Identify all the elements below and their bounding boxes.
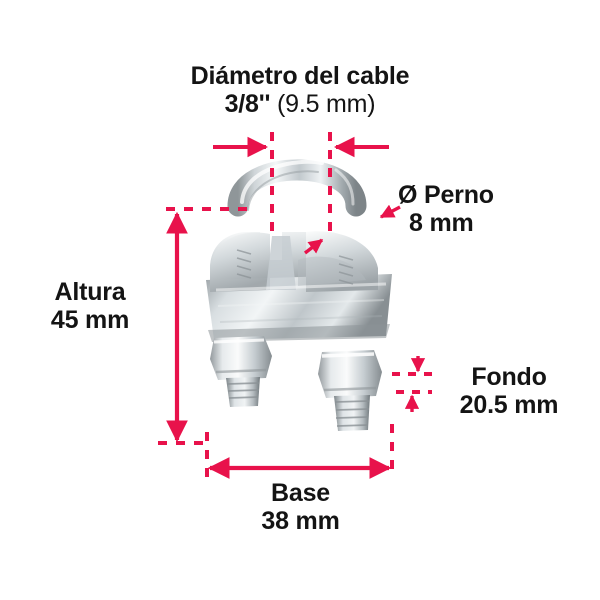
height-label-line1: Altura bbox=[54, 278, 126, 306]
height-label: Altura 45 mm bbox=[14, 278, 166, 334]
bolt-diameter-label: Ø Perno 8 mm bbox=[398, 181, 494, 237]
base-label: Base 38 mm bbox=[208, 479, 393, 535]
bolt-diameter-label-line1: Ø Perno bbox=[398, 181, 494, 209]
cable-diameter-value-metric: (9.5 mm) bbox=[277, 90, 376, 118]
height-value: 45 mm bbox=[50, 306, 130, 334]
clip-saddle-body bbox=[206, 231, 392, 342]
bolt-threads-upper bbox=[236, 240, 354, 290]
bolt-end-right bbox=[334, 395, 370, 431]
cable-diameter-label-line1: Diámetro del cable bbox=[190, 62, 410, 90]
bolt-diameter-value: 8 mm bbox=[409, 209, 474, 237]
base-label-line1: Base bbox=[271, 479, 330, 507]
bolt-end-left bbox=[226, 377, 260, 407]
hex-nut-right bbox=[318, 350, 382, 398]
cable-diameter-value-imperial: 3/8'' bbox=[224, 90, 271, 118]
cable-diameter-label-line2: 3/8'' (9.5 mm) bbox=[0, 90, 600, 118]
depth-label: Fondo 20.5 mm bbox=[434, 363, 584, 419]
wire-rope-clip-illustration bbox=[186, 140, 416, 460]
cable-diameter-label: Diámetro del cable 3/8'' (9.5 mm) bbox=[0, 62, 600, 118]
u-bolt-arch bbox=[227, 159, 367, 217]
depth-label-line1: Fondo bbox=[471, 363, 547, 391]
hex-nut-left bbox=[210, 336, 272, 380]
base-value: 38 mm bbox=[261, 507, 340, 535]
depth-value: 20.5 mm bbox=[459, 391, 559, 419]
